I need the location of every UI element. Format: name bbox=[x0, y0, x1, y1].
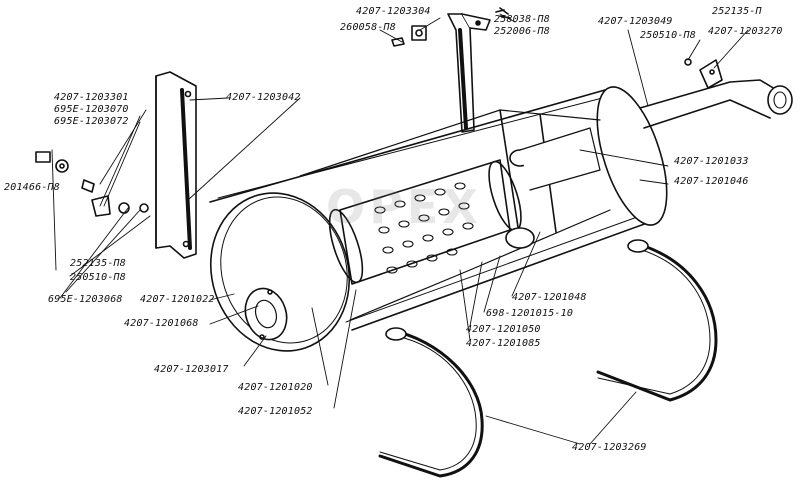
label-screw-left: 695Е-1203068 bbox=[48, 294, 123, 305]
watermark: OPEX bbox=[326, 180, 482, 234]
tail-pipe bbox=[639, 58, 793, 129]
top-hardware bbox=[391, 7, 511, 47]
label-hanger-group-3: 695Е-1203072 bbox=[54, 116, 129, 127]
label-top-clamp: 4207-1203304 bbox=[356, 6, 431, 17]
leader-lines bbox=[51, 13, 749, 445]
label-strap: 4207-1203269 bbox=[572, 442, 647, 453]
inlet-flange bbox=[244, 287, 288, 341]
label-rivet: 698-1201015-10 bbox=[486, 308, 574, 319]
label-inlet-flange: 4207-1203017 bbox=[154, 364, 229, 375]
label-washer-b: 250510-П8 bbox=[640, 30, 696, 41]
label-bolt-nut-b: 252006-П8 bbox=[494, 26, 550, 37]
label-hanger-group-1: 4207-1203301 bbox=[54, 92, 129, 103]
label-hanger-group-2: 695Е-1203070 bbox=[54, 104, 129, 115]
label-partition: 4207-1201085 bbox=[466, 338, 541, 349]
label-tail-bracket: 4207-1203270 bbox=[708, 26, 783, 37]
rear-hanger-bracket bbox=[447, 13, 491, 133]
label-perforated-tube: 4207-1201050 bbox=[466, 324, 541, 335]
label-insulation: 4207-1201052 bbox=[238, 406, 313, 417]
label-inlet-tube: 4207-1201068 bbox=[124, 318, 199, 329]
front-bracket bbox=[155, 71, 197, 259]
label-inner-tube-right: 4207-1201033 bbox=[674, 156, 749, 167]
mounting-straps bbox=[378, 239, 718, 478]
label-shell: 4207-1201020 bbox=[238, 382, 313, 393]
label-inner-baffle: 4207-1201048 bbox=[512, 292, 587, 303]
label-tail-pipe: 4207-1203049 bbox=[598, 16, 673, 27]
label-rear-cap: 4207-1201046 bbox=[674, 176, 749, 187]
label-front-cap: 4207-1201022 bbox=[140, 294, 215, 305]
label-bolt-top: 260058-П8 bbox=[340, 22, 396, 33]
label-washer-a: 252135-П bbox=[712, 6, 762, 17]
label-washer-c: 252135-П8 bbox=[70, 258, 126, 269]
internal-perforated-tube bbox=[328, 109, 601, 285]
label-bolt-left: 201466-П8 bbox=[4, 182, 60, 193]
label-front-bracket: 4207-1203042 bbox=[226, 92, 301, 103]
label-bolt-nut-a: 258038-П8 bbox=[494, 14, 550, 25]
label-washer-d: 250510-П8 bbox=[70, 272, 126, 283]
